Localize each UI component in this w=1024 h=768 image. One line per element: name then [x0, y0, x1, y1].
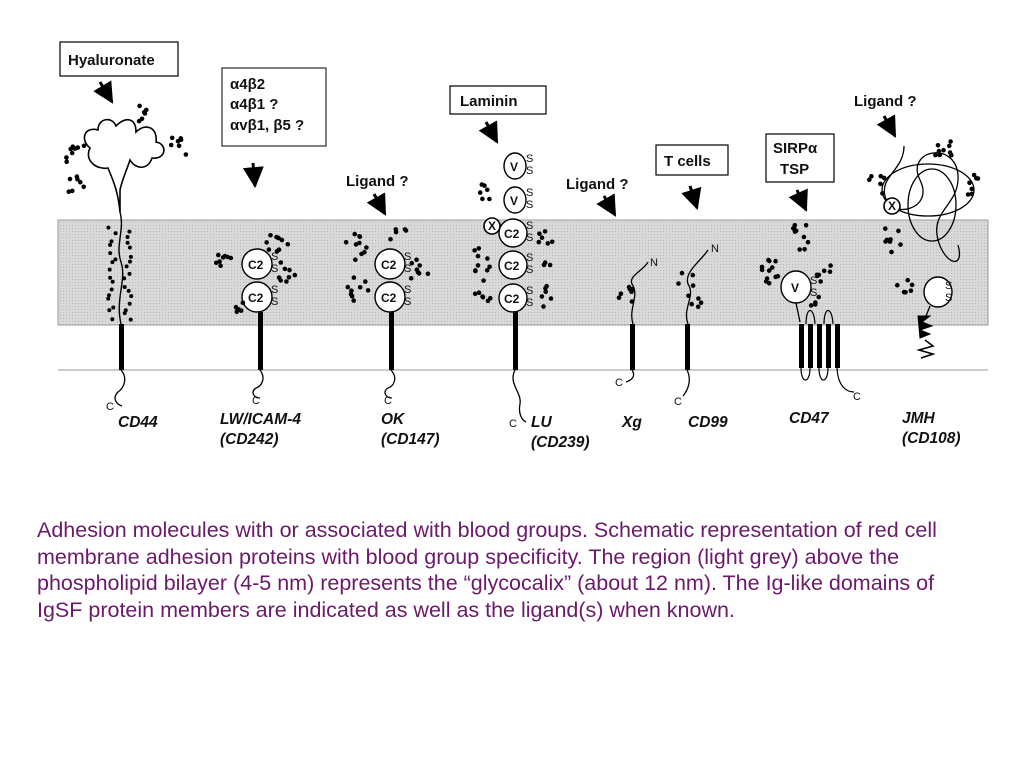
laminin-box: Laminin	[449, 85, 547, 144]
label-cd47: CD47	[789, 410, 830, 427]
svg-text:S: S	[526, 153, 533, 165]
label-cd44: CD44	[118, 414, 158, 431]
svg-text:α4β2: α4β2	[230, 76, 265, 93]
svg-text:S: S	[526, 285, 533, 297]
svg-text:S: S	[945, 292, 952, 304]
svg-text:S: S	[526, 220, 533, 232]
t-cells-box: T cells	[655, 144, 729, 211]
svg-text:S: S	[526, 264, 533, 276]
label-cd99: CD99	[688, 414, 728, 431]
svg-text:S: S	[526, 252, 533, 264]
svg-text:S: S	[526, 199, 533, 211]
svg-text:Laminin: Laminin	[460, 93, 518, 110]
label-cd147: (CD147)	[381, 431, 440, 448]
xg-ligand-label: Ligand ?	[566, 176, 629, 217]
svg-text:C2: C2	[504, 227, 520, 241]
svg-text:S: S	[810, 287, 817, 299]
svg-text:C: C	[509, 418, 517, 430]
protein-cd99: N C	[674, 243, 719, 408]
svg-text:S: S	[271, 284, 278, 296]
label-cd108: (CD108)	[902, 430, 961, 447]
svg-text:S: S	[404, 263, 411, 275]
svg-text:SIRPα: SIRPα	[773, 140, 818, 157]
svg-text:V: V	[510, 194, 518, 208]
sirp-tsp-box: SIRPα TSP	[765, 133, 835, 212]
svg-text:α4β1 ?: α4β1 ?	[230, 96, 278, 113]
svg-text:C2: C2	[381, 291, 397, 305]
svg-text:Ligand ?: Ligand ?	[346, 173, 409, 190]
svg-text:S: S	[526, 232, 533, 244]
svg-text:C2: C2	[381, 258, 397, 272]
svg-text:C: C	[384, 395, 392, 407]
label-lw-icam4: LW/ICAM-4	[220, 411, 301, 428]
label-cd242: (CD242)	[220, 431, 279, 448]
svg-text:V: V	[791, 281, 799, 295]
svg-text:S: S	[526, 187, 533, 199]
svg-text:X: X	[888, 199, 896, 213]
label-lu: LU	[531, 414, 552, 431]
ok-ligand-label: Ligand ?	[346, 173, 409, 216]
jmh-ligand-label: Ligand ?	[854, 93, 917, 138]
svg-text:S: S	[810, 275, 817, 287]
protein-lw-icam4: C2 C2 S S S S C	[241, 248, 278, 407]
svg-text:S: S	[271, 296, 278, 308]
svg-text:S: S	[404, 251, 411, 263]
adhesion-molecules-diagram: Hyaluronate α4β2 α4β1 ? αvβ1, β5 ? Ligan…	[57, 41, 989, 451]
svg-text:S: S	[271, 263, 278, 275]
svg-text:C2: C2	[504, 259, 520, 273]
svg-text:C: C	[252, 395, 260, 407]
protein-cd44: C	[83, 118, 165, 413]
svg-text:C2: C2	[504, 292, 520, 306]
svg-text:Ligand ?: Ligand ?	[854, 93, 917, 110]
protein-lu: V V C2 C2 C2 S S S S S S S S S S X C	[483, 152, 533, 430]
svg-text:C: C	[106, 401, 114, 413]
protein-xg: N C	[615, 257, 658, 389]
figure-caption: Adhesion molecules with or associated wi…	[37, 518, 937, 622]
label-xg: Xg	[621, 414, 642, 431]
svg-text:Ligand ?: Ligand ?	[566, 176, 629, 193]
svg-text:C: C	[853, 391, 861, 403]
svg-text:αvβ1, β5 ?: αvβ1, β5 ?	[230, 117, 304, 134]
hyaluronate-box: Hyaluronate	[59, 41, 179, 104]
carbohydrate-dots	[64, 103, 981, 322]
lu-x-site-marker: X	[483, 217, 501, 235]
svg-text:T cells: T cells	[664, 153, 711, 170]
protein-ok: C2 C2 S S S S C	[374, 248, 411, 407]
svg-text:S: S	[945, 280, 952, 292]
label-cd239: (CD239)	[531, 434, 590, 451]
integrin-box: α4β2 α4β1 ? αvβ1, β5 ?	[221, 67, 327, 189]
svg-text:TSP: TSP	[780, 161, 809, 178]
svg-text:C: C	[615, 377, 623, 389]
svg-text:N: N	[711, 243, 719, 255]
svg-text:X: X	[488, 219, 496, 233]
jmh-x-site-marker: X	[883, 197, 901, 215]
protein-cd47: V S S C	[780, 270, 861, 403]
svg-text:S: S	[526, 297, 533, 309]
svg-text:S: S	[271, 251, 278, 263]
svg-text:C2: C2	[248, 258, 264, 272]
svg-text:Hyaluronate: Hyaluronate	[68, 52, 155, 69]
protein-jmh: X S S	[881, 145, 975, 359]
label-jmh: JMH	[902, 410, 936, 427]
svg-text:S: S	[404, 284, 411, 296]
svg-text:N: N	[650, 257, 658, 269]
svg-text:S: S	[526, 165, 533, 177]
label-ok: OK	[381, 411, 406, 428]
svg-text:V: V	[510, 160, 518, 174]
svg-text:S: S	[404, 296, 411, 308]
svg-text:C2: C2	[248, 291, 264, 305]
svg-text:C: C	[674, 396, 682, 408]
